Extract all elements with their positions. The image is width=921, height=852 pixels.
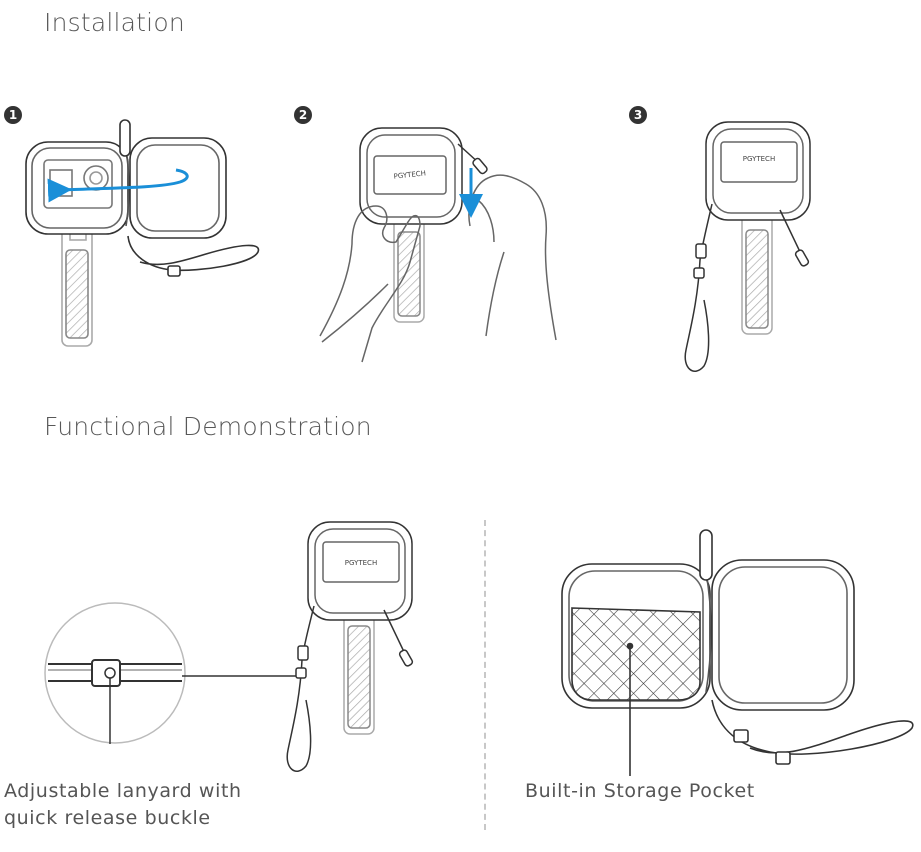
lanyard-caption-line1: Adjustable lanyard with <box>4 780 242 802</box>
installation-heading: Installation <box>44 8 185 37</box>
lanyard-caption-line2: quick release buckle <box>4 807 211 829</box>
functional-heading: Functional Demonstration <box>44 412 372 441</box>
step-1-badge: 1 <box>4 106 22 124</box>
lanyard-caption: Adjustable lanyard with quick release bu… <box>4 778 242 832</box>
step3-illustration <box>684 121 811 372</box>
step1-illustration <box>25 119 260 347</box>
lanyard-brand-label: PGYTECH <box>345 559 377 567</box>
step-3-badge: 3 <box>629 106 647 124</box>
lanyard-demo-illustration <box>44 521 414 772</box>
step3-brand-label: PGYTECH <box>743 155 775 163</box>
step2-illustration <box>319 127 557 363</box>
step1-arrow-icon <box>47 168 189 203</box>
section-divider <box>484 520 486 830</box>
step2-brand-label: PGYTECH <box>393 169 426 180</box>
pocket-caption: Built-in Storage Pocket <box>525 780 755 802</box>
pocket-demo-illustration <box>561 529 914 776</box>
step-2-badge: 2 <box>294 106 312 124</box>
